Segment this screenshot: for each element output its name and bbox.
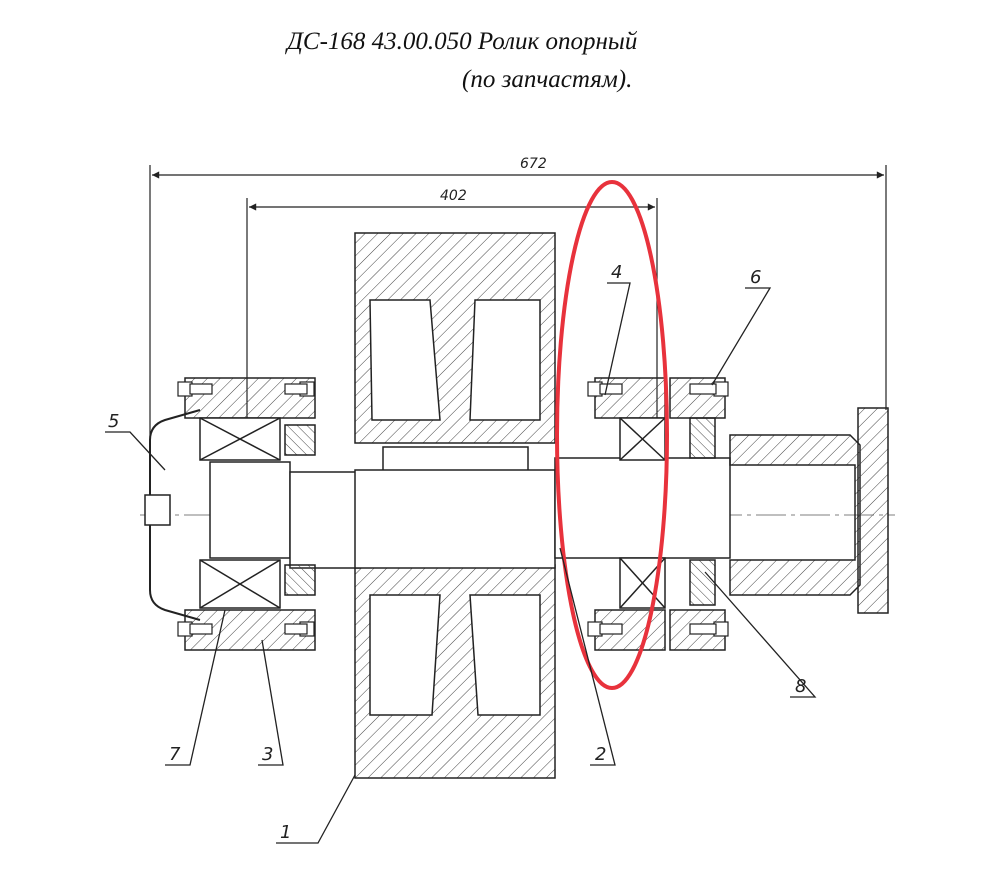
roller-wheel	[354, 232, 556, 779]
bolts	[177, 381, 729, 637]
right-end-hub	[729, 407, 889, 614]
callout-8: 8	[795, 676, 806, 697]
callout-2: 2	[595, 744, 606, 765]
callout-leaders	[105, 282, 817, 844]
callout-1: 1	[280, 822, 291, 843]
dimension-label-inner: 402	[440, 188, 467, 204]
drawing-subtitle: (по запчастям).	[462, 66, 633, 93]
drawing-title: ДС-168 43.00.050 Ролик опорный	[287, 28, 638, 55]
highlight-ellipse	[555, 180, 669, 690]
shaft	[209, 457, 731, 569]
callout-5: 5	[108, 411, 119, 432]
callout-7: 7	[169, 744, 181, 765]
callout-6: 6	[750, 267, 761, 288]
dimension-label-overall: 672	[520, 156, 547, 172]
callout-4: 4	[611, 262, 622, 283]
callout-3: 3	[262, 744, 273, 765]
